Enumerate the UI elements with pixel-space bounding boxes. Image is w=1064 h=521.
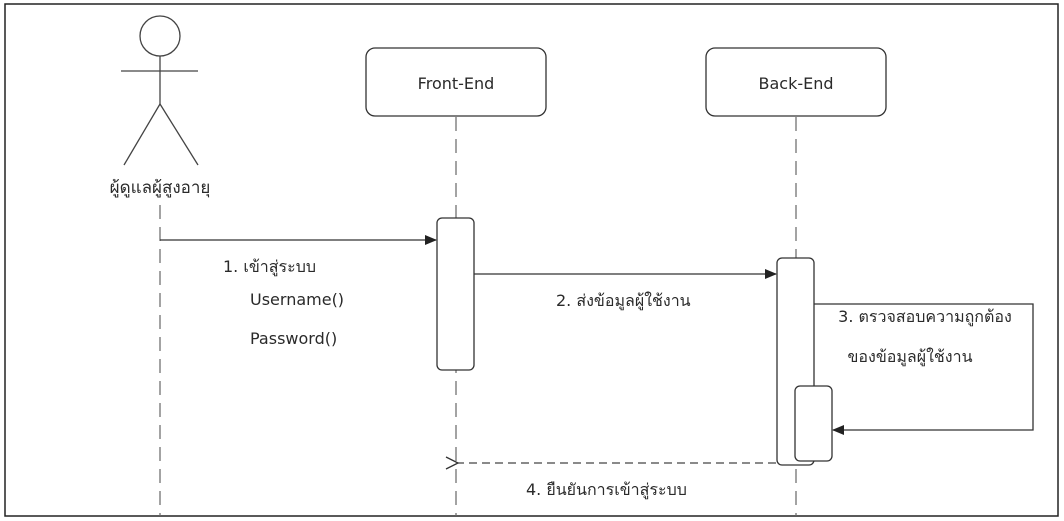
- actor-label: ผู้ดูแลผู้สูงอายุ: [110, 178, 211, 198]
- frontend-activation: [436, 217, 475, 371]
- message-1-param-username: Username(): [250, 290, 344, 309]
- message-3-line-1: 3. ตรวจสอบความถูกต้อง: [838, 307, 1012, 327]
- diagram-border: [4, 3, 1059, 517]
- message-1-param-password: Password(): [250, 329, 337, 348]
- actor-icon: [121, 15, 199, 166]
- message-1-title: 1. เข้าสู่ระบบ: [223, 257, 316, 277]
- message-3-line-2: ของข้อมูลผู้ใช้งาน: [847, 347, 972, 367]
- actor: ผู้ดูแลผู้สูงอายุ: [110, 15, 211, 198]
- message-2-title: 2. ส่งข้อมูลผู้ใช้งาน: [556, 291, 691, 311]
- participant-frontend: Front-End: [365, 47, 547, 117]
- backend-nested-activation: [794, 385, 833, 462]
- participant-frontend-label: Front-End: [418, 74, 495, 93]
- participant-backend-label: Back-End: [758, 74, 833, 93]
- message-3-arrow: [814, 303, 1034, 435]
- participant-backend: Back-End: [705, 47, 887, 117]
- message-4-title: 4. ยืนยันการเข้าสู่ระบบ: [526, 480, 687, 500]
